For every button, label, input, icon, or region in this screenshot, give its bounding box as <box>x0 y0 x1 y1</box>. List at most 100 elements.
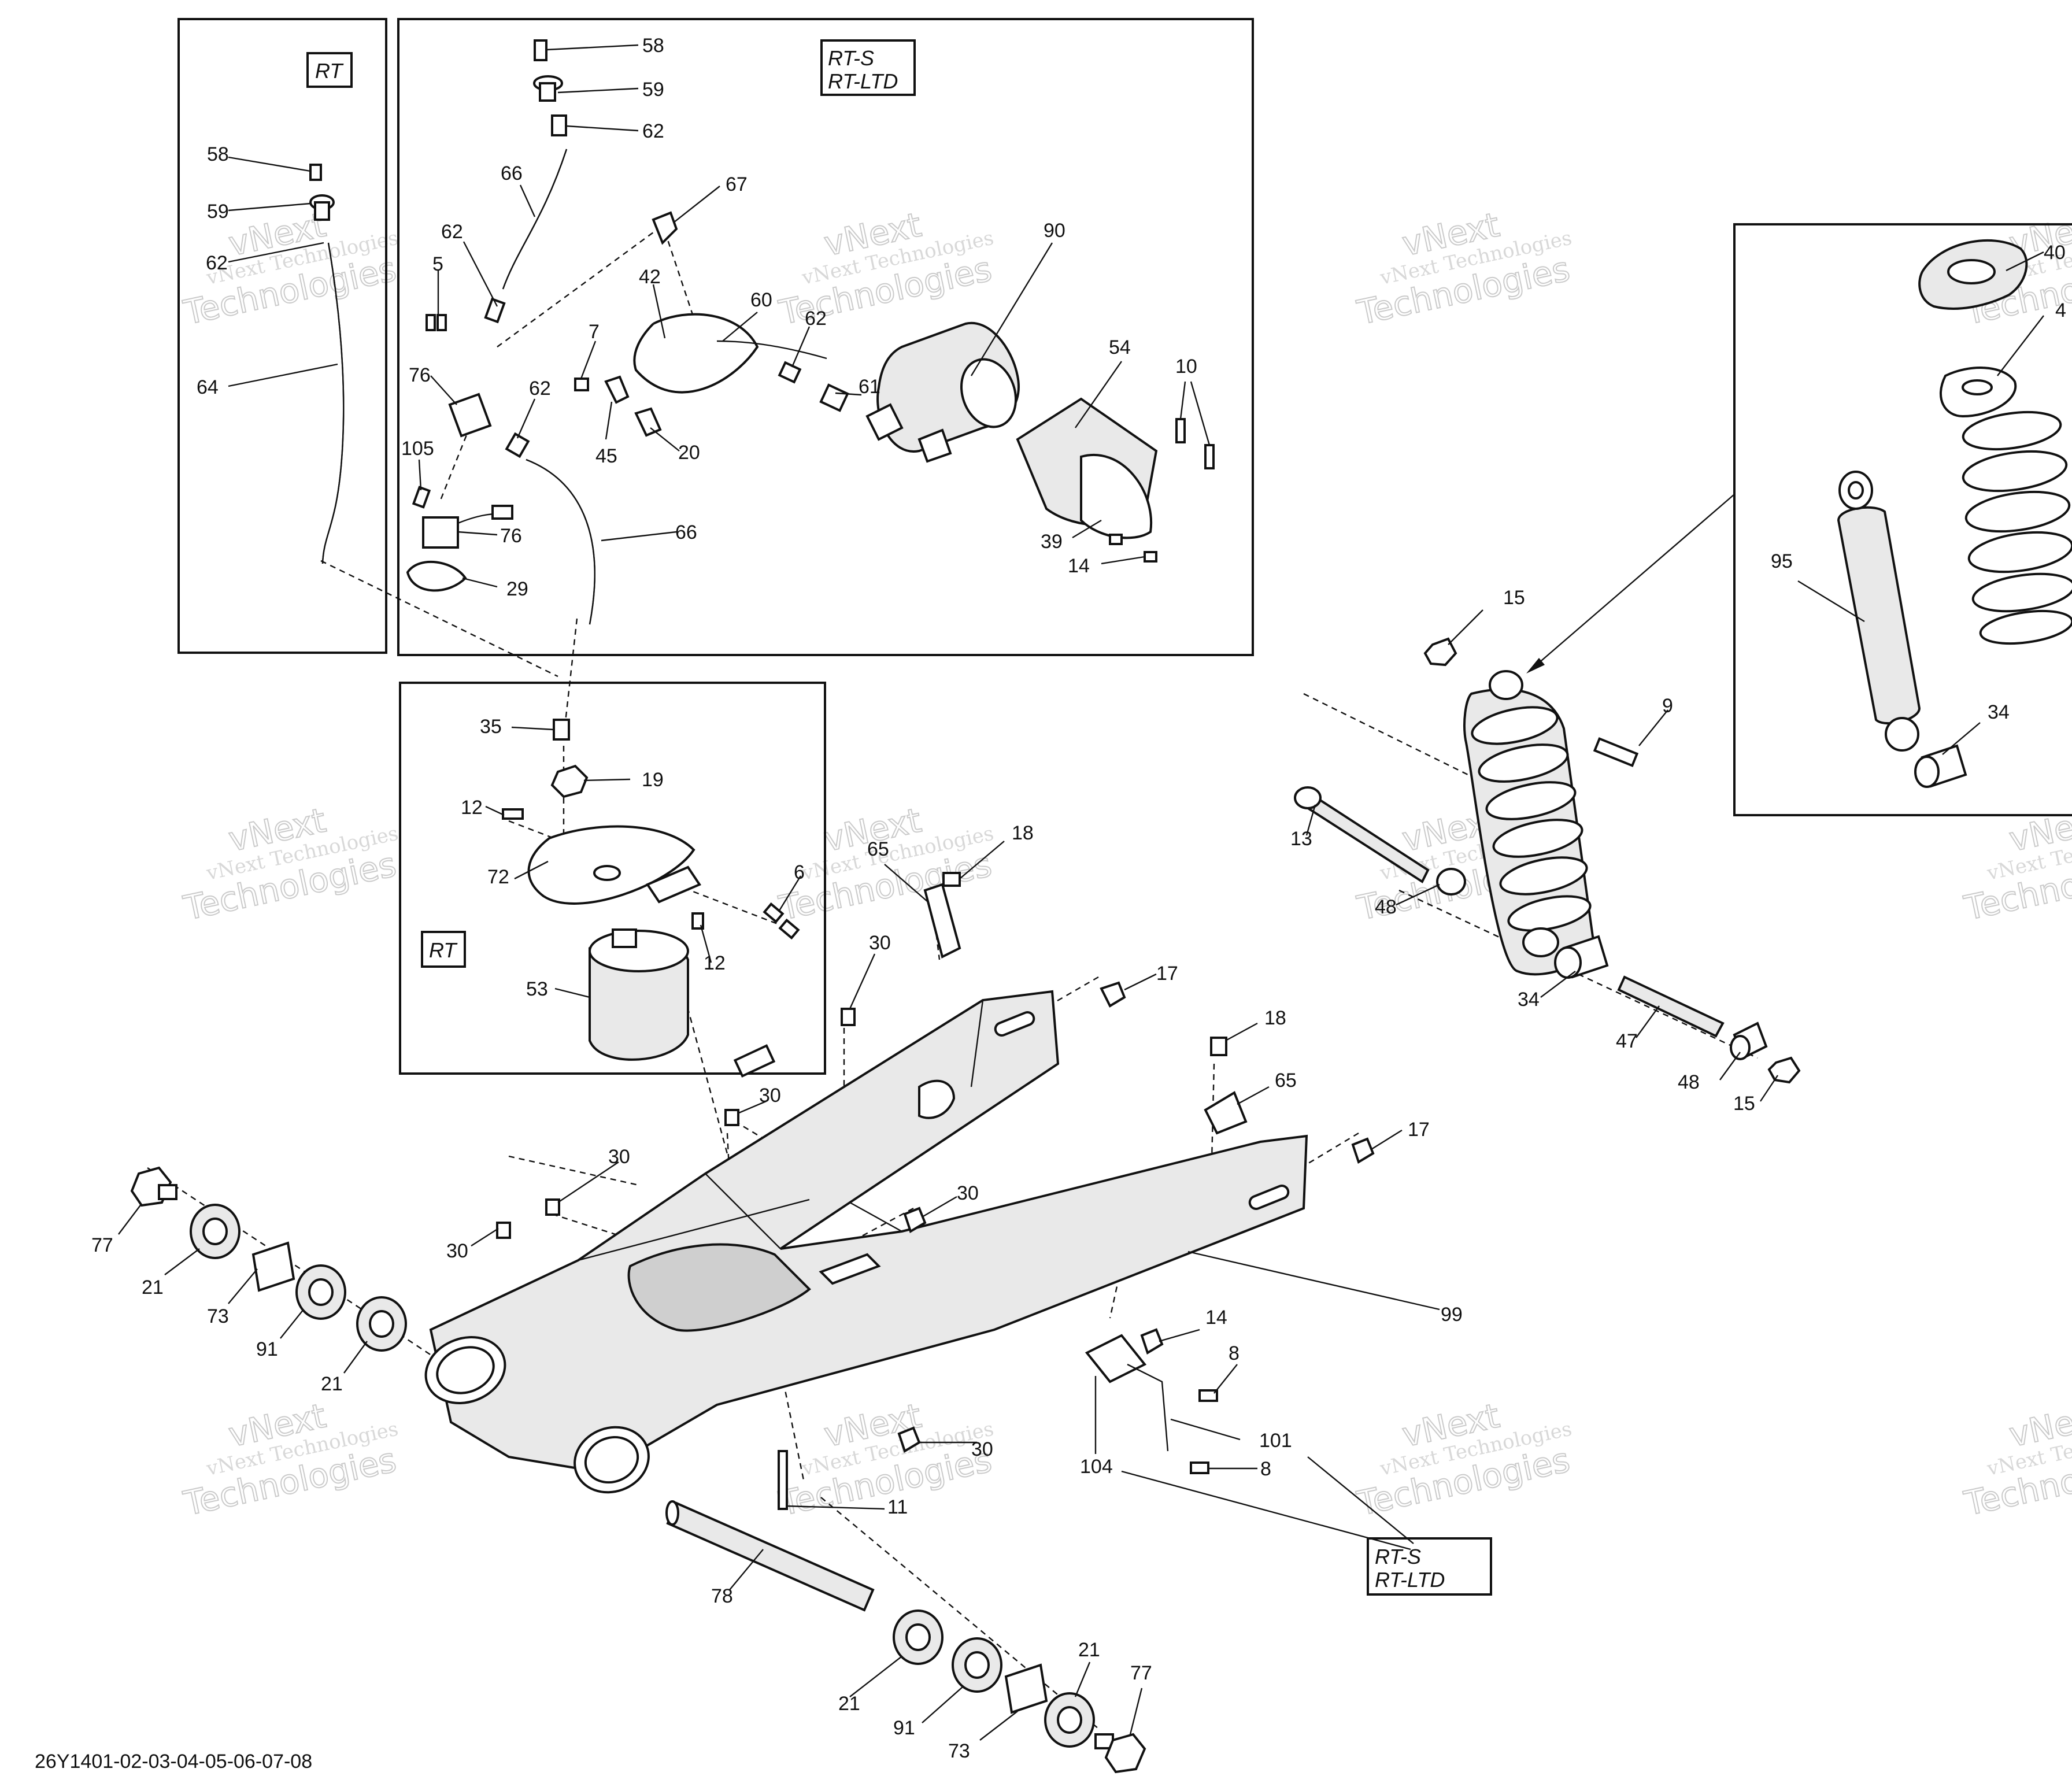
callout-21-c: 21 <box>838 1693 860 1715</box>
swing-arm-99 <box>424 990 1308 1494</box>
spacer-73a <box>251 1241 295 1292</box>
callout-62-top: 62 <box>642 120 664 142</box>
frame-rts-top <box>397 18 1254 656</box>
detail-arrowhead <box>1526 658 1545 674</box>
callout-30-left: 30 <box>608 1146 630 1168</box>
bracket-65a <box>923 883 961 959</box>
callout-59-rt: 59 <box>207 201 229 223</box>
box-label-rts-top-line1: RT-S <box>828 46 874 70</box>
callout-30-mid: 30 <box>759 1085 781 1107</box>
screw-6a <box>763 902 785 924</box>
callout-42: 42 <box>639 266 661 288</box>
callout-21-b: 21 <box>321 1373 343 1395</box>
bracket-39 <box>1080 453 1153 539</box>
pivot-parts-right <box>665 1500 1146 1774</box>
valve-76b <box>422 516 459 549</box>
callout-17-lower: 17 <box>1408 1119 1430 1141</box>
callout-90: 90 <box>1044 220 1065 242</box>
slot-upper <box>994 1011 1035 1037</box>
callout-48-lower: 48 <box>1678 1071 1700 1093</box>
callout-21-a: 21 <box>142 1276 164 1298</box>
callout-91-left: 91 <box>256 1338 278 1360</box>
callout-14-arm: 14 <box>1205 1307 1227 1329</box>
fitting-58-rt <box>309 164 322 181</box>
callout-8-lower: 8 <box>1260 1458 1271 1480</box>
callout-21-d: 21 <box>1078 1639 1100 1661</box>
callout-104: 104 <box>1080 1456 1113 1478</box>
box-label-rt-mid: RT <box>429 938 458 962</box>
bolt-77b <box>1104 1733 1146 1774</box>
tube-42 <box>633 313 759 394</box>
screw-5b <box>436 314 447 331</box>
fitting-58 <box>534 39 547 61</box>
callout-18-upper: 18 <box>1012 822 1034 844</box>
box-label-rt-top: RT <box>315 59 344 83</box>
nut-14b <box>1144 551 1157 563</box>
shock-absorber <box>1294 637 1801 1084</box>
bolt-11 <box>778 1450 788 1510</box>
link-101 <box>1127 1363 1169 1452</box>
callout-48-upper: 48 <box>1375 896 1397 918</box>
callout-95: 95 <box>1771 550 1793 572</box>
fitting-62-right <box>778 361 802 384</box>
sensor-104 <box>1085 1334 1147 1383</box>
diagram-code: 26Y1401-02-03-04-05-06-07-08 <box>35 1751 312 1773</box>
callout-6: 6 <box>794 861 805 883</box>
callout-73-left: 73 <box>207 1305 229 1327</box>
callout-72: 72 <box>487 866 509 888</box>
bushing-48a <box>1436 868 1466 896</box>
frame-rt-top <box>177 18 387 654</box>
detail-spring <box>1962 411 2072 645</box>
callout-17-upper: 17 <box>1156 963 1178 985</box>
slot-lower <box>1248 1185 1290 1210</box>
fitting-62-mid <box>505 432 530 458</box>
callout-77-left: 77 <box>91 1234 113 1256</box>
damper-95 <box>1837 506 1921 725</box>
frames <box>177 18 2072 1075</box>
callout-34-detail: 34 <box>1988 701 2010 723</box>
plug-30c <box>545 1198 560 1216</box>
hose-66-lower <box>526 458 595 625</box>
callout-45: 45 <box>595 445 617 467</box>
callout-7: 7 <box>589 321 600 343</box>
bracket-65b <box>1204 1091 1248 1135</box>
frame-rt-mid <box>399 682 826 1075</box>
callout-35: 35 <box>480 716 502 738</box>
assembly-lines <box>147 219 1758 1729</box>
bracket-72 <box>646 865 701 904</box>
cross-member <box>627 1243 811 1332</box>
shock-bottom-eye <box>1522 927 1559 957</box>
bolt-18a <box>942 872 961 887</box>
callout-54: 54 <box>1109 336 1131 358</box>
nut-19 <box>550 764 589 798</box>
callout-62-left: 62 <box>441 221 463 243</box>
callout-66-lower: 66 <box>675 521 697 543</box>
callout-30-right: 30 <box>957 1182 979 1204</box>
shaft-78 <box>666 1501 875 1612</box>
nut-30e <box>903 1207 927 1233</box>
detail-arrow <box>1533 494 1735 668</box>
nut-17a <box>1100 981 1126 1008</box>
callout-53: 53 <box>526 978 548 1000</box>
nut-15a <box>1423 637 1457 667</box>
bolt-9 <box>1593 737 1639 767</box>
callout-19: 19 <box>642 769 664 791</box>
callout-labels: 58 59 62 64 58 59 62 66 62 5 67 90 42 60… <box>91 35 2066 1762</box>
callout-40: 40 <box>2044 242 2066 264</box>
fitting-35 <box>553 719 570 741</box>
callout-67: 67 <box>726 173 748 195</box>
screw-6b <box>778 918 800 940</box>
callout-62-mid: 62 <box>529 378 551 399</box>
callout-91-right: 91 <box>893 1717 915 1739</box>
callout-18-lower: 18 <box>1264 1007 1286 1029</box>
spacer-73b <box>1004 1663 1048 1714</box>
plug-30d <box>496 1222 511 1239</box>
